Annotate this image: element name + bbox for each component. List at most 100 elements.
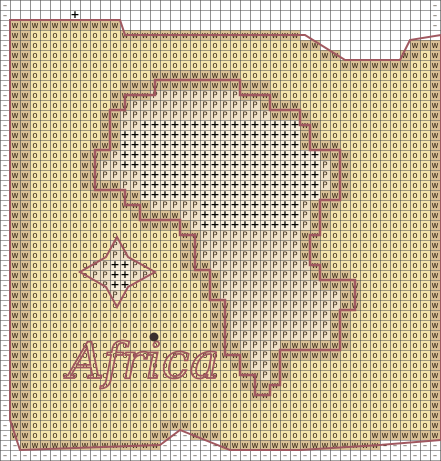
stitch-symbol-open: o — [202, 321, 207, 331]
stitch-symbol-open: o — [72, 181, 77, 191]
stitch-symbol-open: o — [92, 401, 97, 411]
stitch-symbol-open: o — [382, 141, 387, 151]
stitch-symbol-open: o — [402, 241, 407, 251]
stitch-symbol-open: o — [352, 221, 357, 231]
stitch-symbol-open: o — [82, 291, 87, 301]
stitch-symbol-open: o — [412, 151, 417, 161]
stitch-symbol-open: o — [372, 301, 377, 311]
stitch-symbol-open: o — [412, 301, 417, 311]
stitch-symbol-open: o — [72, 251, 77, 261]
stitch-symbol-open: o — [192, 421, 197, 431]
stitch-symbol-open: o — [92, 41, 97, 51]
stitch-symbol-open: o — [82, 281, 87, 291]
stitch-symbol-dash: – — [373, 451, 377, 461]
stitch-symbol-open: o — [72, 411, 77, 421]
stitch-symbol-pine: P — [302, 321, 307, 331]
stitch-symbol-wood: w — [212, 281, 219, 291]
stitch-symbol-pine: P — [322, 171, 327, 181]
stitch-symbol-open: o — [372, 401, 377, 411]
stitch-symbol-wood: w — [432, 121, 439, 131]
stitch-symbol-open: o — [72, 211, 77, 221]
stitch-symbol-open: o — [402, 181, 407, 191]
stitch-symbol-open: o — [422, 331, 427, 341]
stitch-symbol-pine: P — [252, 331, 257, 341]
stitch-symbol-wood: w — [12, 151, 19, 161]
stitch-symbol-open: o — [202, 311, 207, 321]
stitch-symbol-pine: P — [242, 341, 247, 351]
stitch-symbol-open: o — [402, 211, 407, 221]
stitch-symbol-open: o — [152, 411, 157, 421]
stitch-symbol-open: o — [232, 431, 237, 441]
stitch-symbol-dash: – — [113, 451, 117, 461]
stitch-symbol-wood: w — [362, 61, 369, 71]
stitch-symbol-open: o — [92, 111, 97, 121]
stitch-symbol-wood: w — [342, 331, 349, 341]
stitch-symbol-wood: w — [202, 281, 209, 291]
stitch-symbol-pine: P — [252, 361, 257, 371]
stitch-symbol-open: o — [352, 161, 357, 171]
stitch-symbol-open: o — [402, 261, 407, 271]
stitch-symbol-open: o — [162, 411, 167, 421]
stitch-symbol-open: o — [322, 91, 327, 101]
stitch-symbol-wood: w — [62, 441, 69, 451]
stitch-symbol-open: o — [362, 141, 367, 151]
stitch-symbol-cross: + — [160, 188, 169, 201]
stitch-symbol-pine: P — [262, 311, 267, 321]
stitch-symbol-dash: – — [273, 451, 277, 461]
stitch-cell-empty — [120, 10, 130, 20]
stitch-symbol-open: o — [52, 241, 57, 251]
stitch-symbol-open: o — [362, 181, 367, 191]
stitch-symbol-open: o — [32, 411, 37, 421]
stitch-symbol-open: o — [252, 411, 257, 421]
stitch-cell-empty — [410, 0, 420, 10]
stitch-symbol-wood: w — [262, 381, 269, 391]
stitch-symbol-open: o — [52, 301, 57, 311]
stitch-symbol-dash: – — [393, 451, 397, 461]
stitch-symbol-open: o — [362, 241, 367, 251]
stitch-symbol-open: o — [332, 261, 337, 271]
stitch-symbol-wood: w — [82, 151, 89, 161]
stitch-symbol-open: o — [52, 411, 57, 421]
stitch-symbol-pine: P — [102, 161, 107, 171]
stitch-symbol-dash: – — [3, 371, 7, 381]
stitch-symbol-open: o — [32, 51, 37, 61]
stitch-symbol-open: o — [52, 371, 57, 381]
stitch-symbol-pine: P — [212, 251, 217, 261]
stitch-symbol-pine: P — [132, 111, 137, 121]
stitch-symbol-wood: w — [182, 251, 189, 261]
stitch-symbol-open: o — [72, 101, 77, 111]
stitch-symbol-wood: w — [322, 51, 329, 61]
stitch-symbol-wood: w — [322, 261, 329, 271]
stitch-symbol-cross: + — [300, 188, 309, 201]
stitch-symbol-cross: + — [200, 218, 209, 231]
stitch-symbol-open: o — [352, 261, 357, 271]
stitch-symbol-cross: + — [120, 278, 129, 291]
stitch-symbol-wood: w — [432, 291, 439, 301]
stitch-symbol-pine: P — [242, 321, 247, 331]
stitch-symbol-pine: P — [242, 301, 247, 311]
stitch-symbol-pine: P — [282, 301, 287, 311]
stitch-symbol-open: o — [392, 151, 397, 161]
stitch-symbol-open: o — [382, 81, 387, 91]
stitch-symbol-open: o — [152, 321, 157, 331]
stitch-symbol-open: o — [142, 241, 147, 251]
stitch-symbol-open: o — [52, 211, 57, 221]
stitch-symbol-open: o — [92, 121, 97, 131]
stitch-cell-empty — [220, 0, 230, 10]
stitch-symbol-open: o — [42, 211, 47, 221]
stitch-symbol-wood: w — [92, 191, 99, 201]
stitch-symbol-open: o — [392, 181, 397, 191]
stitch-symbol-open: o — [192, 51, 197, 61]
stitch-symbol-open: o — [82, 321, 87, 331]
stitch-symbol-open: o — [82, 121, 87, 131]
stitch-cell-empty — [390, 50, 400, 60]
stitch-symbol-dash: – — [3, 221, 7, 231]
stitch-symbol-pine: P — [292, 331, 297, 341]
stitch-symbol-dash: – — [303, 451, 307, 461]
stitch-symbol-open: o — [372, 91, 377, 101]
stitch-symbol-dash: – — [183, 441, 187, 451]
stitch-symbol-open: o — [422, 391, 427, 401]
stitch-cell-empty — [180, 0, 190, 10]
stitch-symbol-wood: w — [432, 161, 439, 171]
stitch-symbol-open: o — [212, 401, 217, 411]
